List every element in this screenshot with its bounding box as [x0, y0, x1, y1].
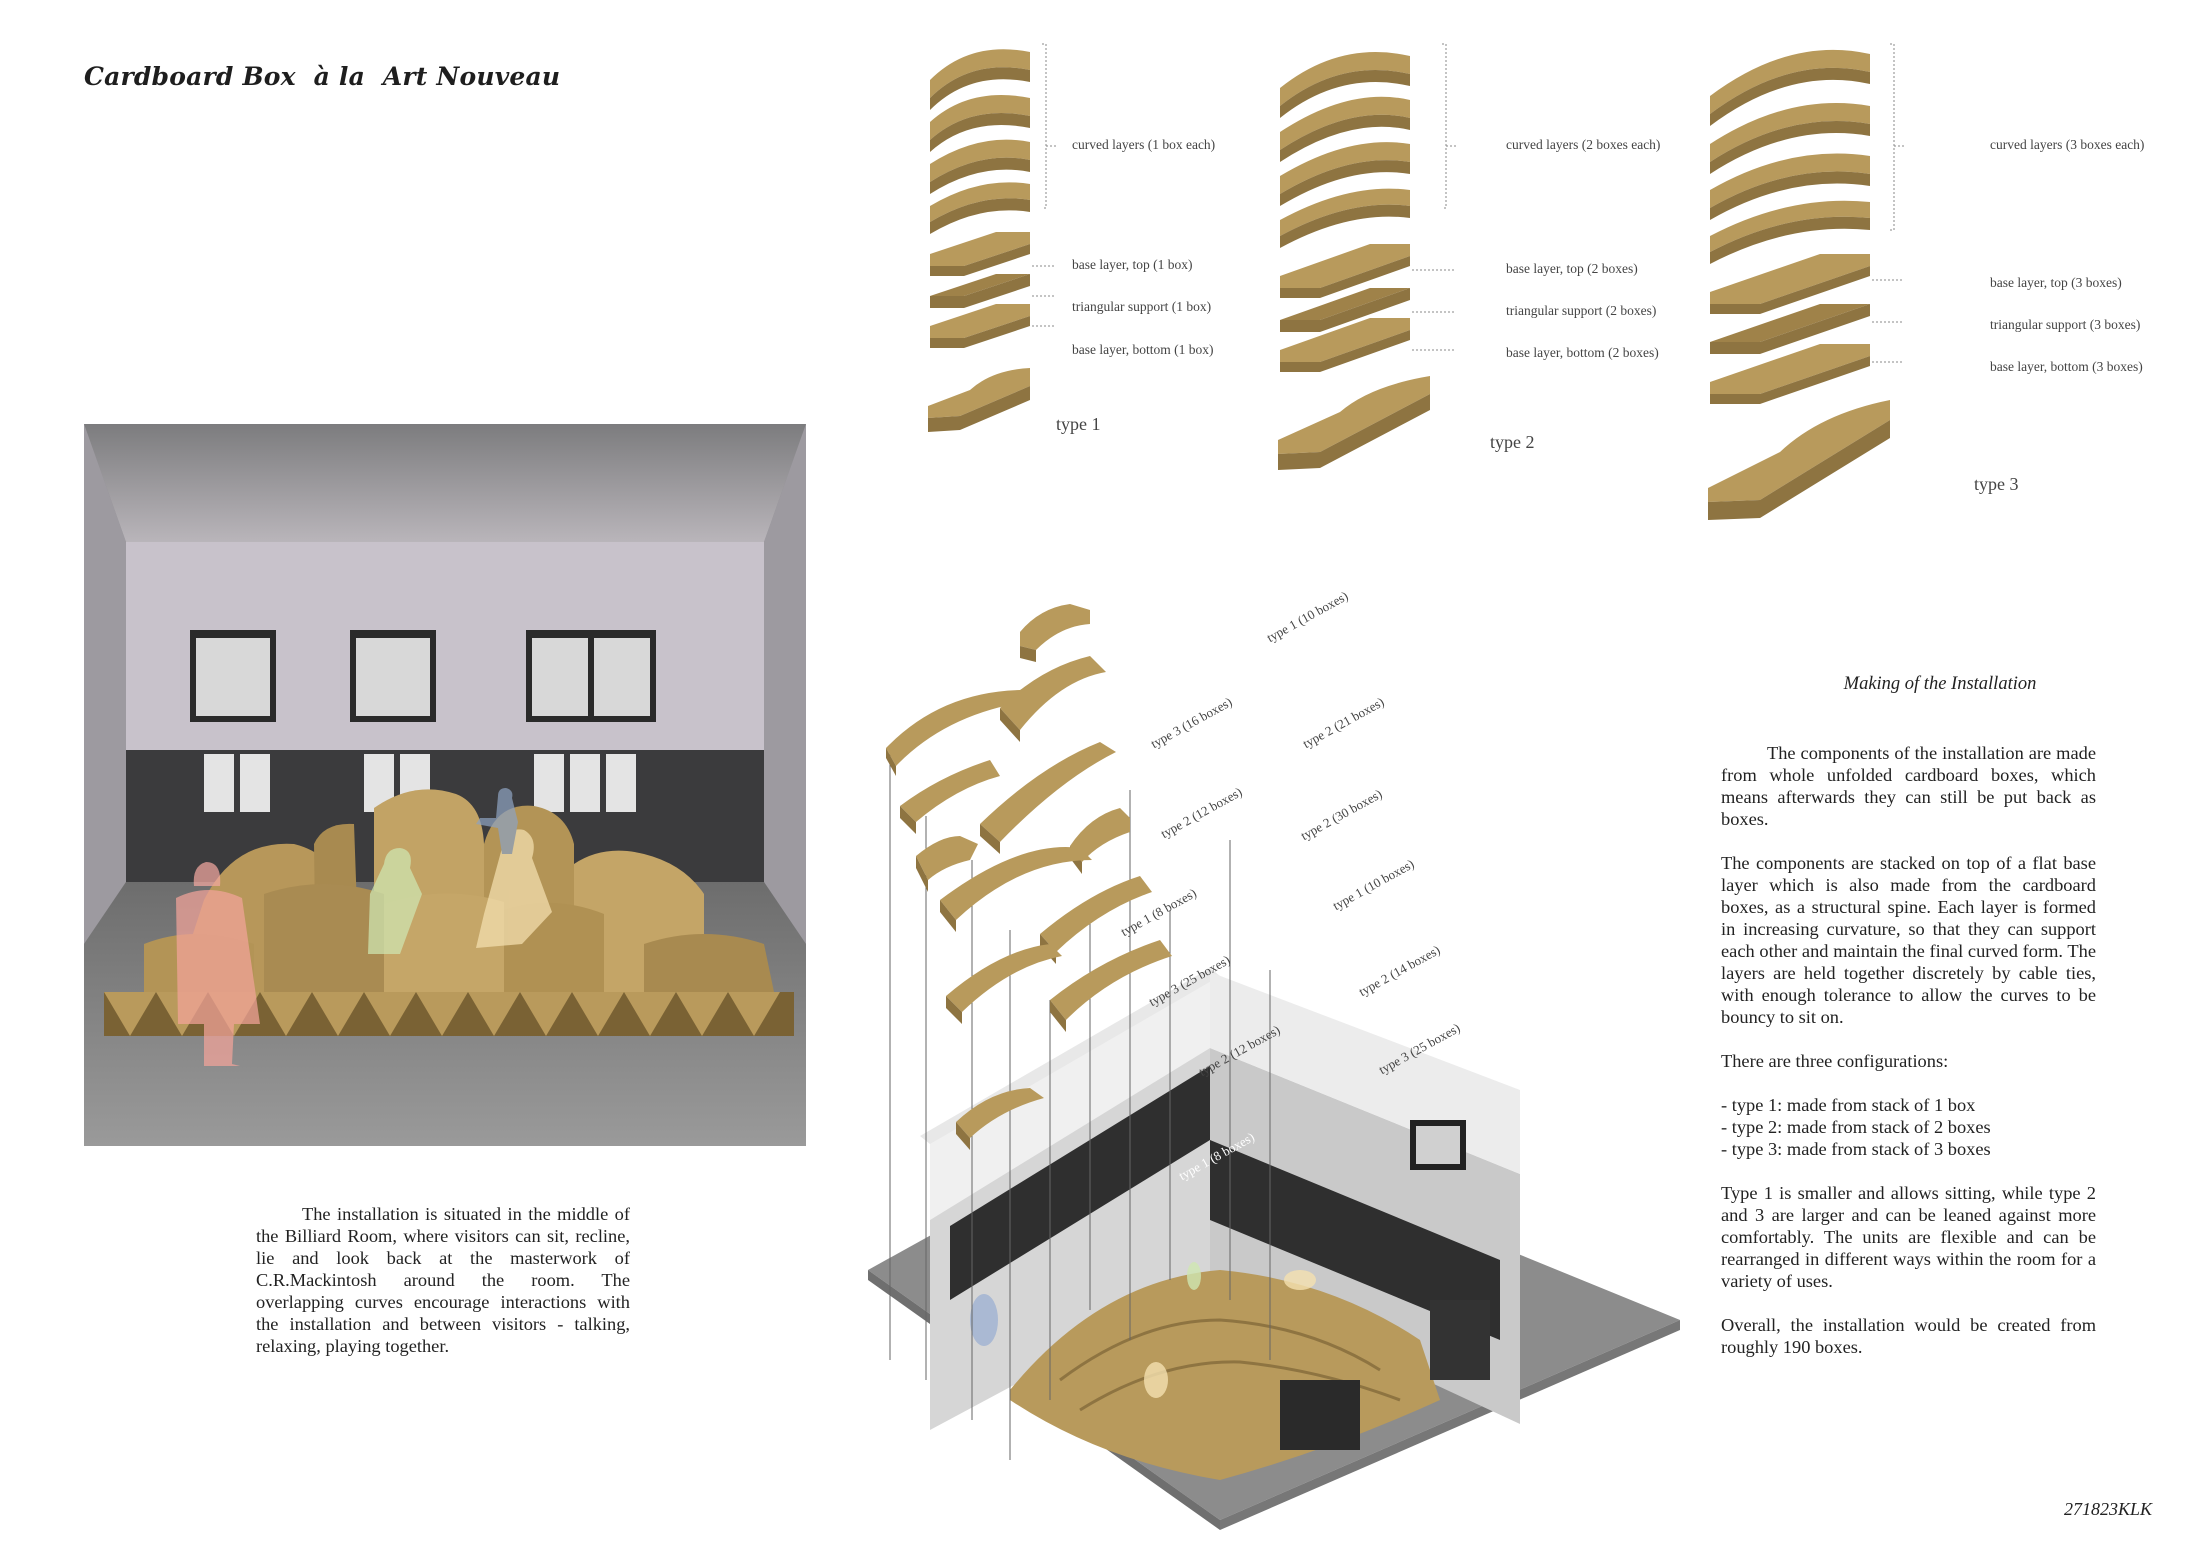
- type3-name: type 3: [1974, 474, 2019, 494]
- left-description-text: The installation is situated in the midd…: [256, 1204, 630, 1356]
- type2-curved-label: curved layers (2 boxes each): [1506, 137, 1661, 152]
- type3-exploded: [1708, 49, 1890, 520]
- type1-base-top-label: base layer, top (1 box): [1072, 257, 1193, 272]
- configuration-item: - type 2: made from stack of 2 boxes: [1721, 1117, 1991, 1137]
- configuration-item: - type 3: made from stack of 3 boxes: [1721, 1139, 1991, 1159]
- left-description: The installation is situated in the midd…: [256, 1203, 630, 1379]
- configuration-list: - type 1: made from stack of 1 box - typ…: [1721, 1094, 2096, 1160]
- submission-code: 271823KLK: [2063, 1499, 2152, 1519]
- type1-support-label: triangular support (1 box): [1072, 299, 1212, 314]
- type2-base-bottom-label: base layer, bottom (2 boxes): [1506, 345, 1659, 360]
- type1-base-bottom-label: base layer, bottom (1 box): [1072, 342, 1214, 357]
- right-paragraph-1: The components of the installation are m…: [1721, 743, 2096, 829]
- configuration-item: - type 1: made from stack of 1 box: [1721, 1095, 1976, 1115]
- right-paragraph-4: Type 1 is smaller and allows sitting, wh…: [1721, 1183, 2096, 1291]
- type2-name: type 2: [1490, 432, 1535, 452]
- type1-exploded: [928, 49, 1030, 432]
- right-paragraph-2: The components are stacked on top of a f…: [1721, 853, 2096, 1027]
- type3-base-top-label: base layer, top (3 boxes): [1990, 275, 2122, 290]
- type2-support-label: triangular support (2 boxes): [1506, 303, 1657, 318]
- axonometric-room: [868, 604, 1680, 1530]
- right-paragraph-3: There are three configurations:: [1721, 1051, 1949, 1071]
- making-caption: Making of the Installation: [1843, 674, 2037, 694]
- type2-base-top-label: base layer, top (2 boxes): [1506, 261, 1638, 276]
- type3-support-label: triangular support (3 boxes): [1990, 317, 2141, 332]
- billiard-room-render: [84, 424, 806, 1146]
- component-diagrams: [928, 43, 1904, 520]
- type1-name: type 1: [1056, 414, 1101, 434]
- poster-title: Cardboard Box à la Art Nouveau: [84, 62, 561, 91]
- right-paragraph-5: Overall, the installation would be creat…: [1721, 1315, 2096, 1357]
- floating-pieces: [886, 604, 1172, 1150]
- type3-base-bottom-label: base layer, bottom (3 boxes): [1990, 359, 2143, 374]
- right-description: The components of the installation are m…: [1721, 742, 2096, 1380]
- type2-exploded: [1278, 52, 1430, 470]
- type3-curved-label: curved layers (3 boxes each): [1990, 137, 2145, 152]
- type1-curved-label: curved layers (1 box each): [1072, 137, 1216, 152]
